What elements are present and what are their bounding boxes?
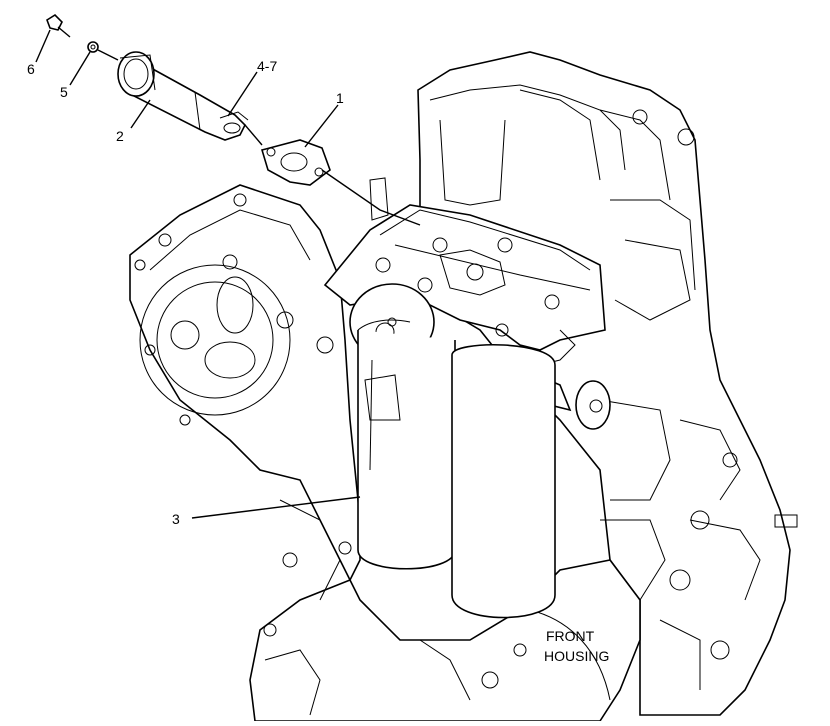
callout-5: 5 [60,84,68,100]
part-1-gasket [260,139,331,186]
leader-5 [69,51,91,86]
assembly-centerline [97,49,421,226]
parts-5-6-hardware [46,13,99,53]
front-housing-label-line1: FRONT [546,628,595,644]
part-2-cylinder [117,51,249,141]
callout-1: 1 [336,90,344,106]
front-housing [129,184,641,722]
fuel-filter-canisters [357,319,556,619]
callout-3: 3 [172,511,180,527]
leader-4-7 [227,71,258,117]
leader-3 [191,496,361,519]
leader-6 [35,29,51,63]
callout-2: 2 [116,128,124,144]
leader-2 [130,99,151,129]
callout-4-7: 4-7 [257,58,277,74]
leader-lines [35,29,361,519]
callout-6: 6 [27,61,35,77]
leader-1 [304,104,339,148]
front-housing-label-line2: HOUSING [544,648,609,664]
